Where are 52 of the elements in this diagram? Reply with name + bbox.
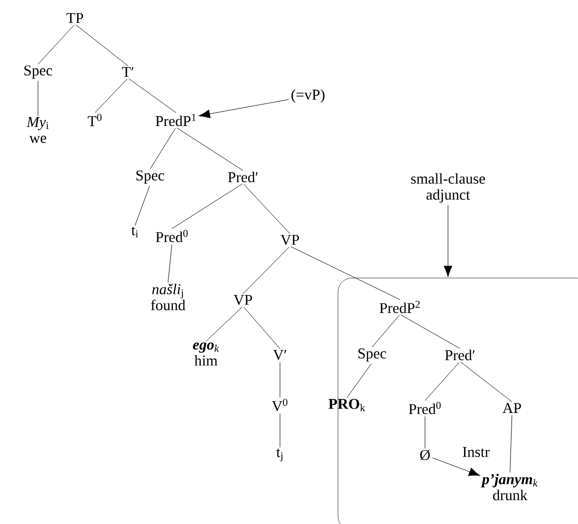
branch-line bbox=[243, 306, 280, 350]
branch-line bbox=[510, 414, 512, 473]
tree-label: AP bbox=[502, 403, 521, 413]
tree-label: T$^{0}$ bbox=[88, 114, 102, 126]
tree-label: Spec bbox=[358, 348, 386, 362]
tree-label: TP bbox=[66, 13, 84, 23]
branch-line bbox=[372, 314, 400, 348]
tree-label: VP bbox=[280, 234, 299, 245]
branch-line bbox=[94, 78, 128, 113]
tree-label: ego$_{k}$ him bbox=[192, 342, 220, 366]
branch-line bbox=[134, 185, 150, 226]
branch-line bbox=[206, 306, 243, 342]
tree-label: p’janym$_{k}$ drunk bbox=[480, 474, 538, 500]
tree-label: Spec bbox=[136, 170, 164, 184]
tree-label: Pred$^{0}$ bbox=[408, 402, 441, 414]
branch-line bbox=[38, 24, 75, 64]
tree-label: PredP$^{2}$ bbox=[380, 300, 420, 314]
branch-line bbox=[290, 246, 400, 300]
tree-label: Ø bbox=[420, 450, 430, 460]
tree-label: V$^{0}$ bbox=[272, 398, 288, 412]
branch-line bbox=[168, 244, 172, 283]
tree-label: t$_{j}$ bbox=[276, 448, 282, 462]
branch-line bbox=[424, 362, 460, 401]
tree-label: PRO$_{k}$ bbox=[328, 398, 366, 412]
branch-line bbox=[76, 24, 128, 66]
branch-line bbox=[128, 78, 176, 113]
arrow bbox=[432, 458, 480, 476]
tree-label: Pred$^{0}$ bbox=[156, 230, 188, 242]
arrow bbox=[198, 99, 289, 118]
tree-label: PredP$^{1}$ bbox=[156, 114, 196, 126]
tree-label: VP bbox=[234, 294, 252, 305]
tree-label: t$_{i}$ bbox=[131, 226, 138, 238]
branch-line bbox=[400, 314, 460, 349]
note-label: small-clause adjunct bbox=[411, 173, 485, 203]
branch-line bbox=[424, 416, 426, 449]
branch-line bbox=[150, 128, 176, 170]
tree-label: Pred′ bbox=[228, 172, 258, 182]
branch-line bbox=[176, 128, 244, 171]
tree-label: My$_{i}$ we bbox=[26, 117, 49, 143]
branch-line bbox=[243, 184, 290, 234]
branch-line bbox=[346, 363, 372, 398]
tree-label: V′ bbox=[273, 350, 286, 360]
branch-line bbox=[460, 362, 512, 402]
branch-line bbox=[172, 184, 242, 229]
tree-label: našli$_{j}$ found bbox=[150, 284, 186, 310]
note-label: (=vP) bbox=[292, 89, 324, 103]
arrow bbox=[444, 204, 452, 278]
branch-line bbox=[242, 246, 290, 294]
tree-label: Spec bbox=[24, 65, 52, 79]
tree-label: Pred′ bbox=[445, 350, 475, 360]
tree-label: T′ bbox=[122, 67, 134, 77]
edge-label: Instr bbox=[461, 446, 491, 458]
